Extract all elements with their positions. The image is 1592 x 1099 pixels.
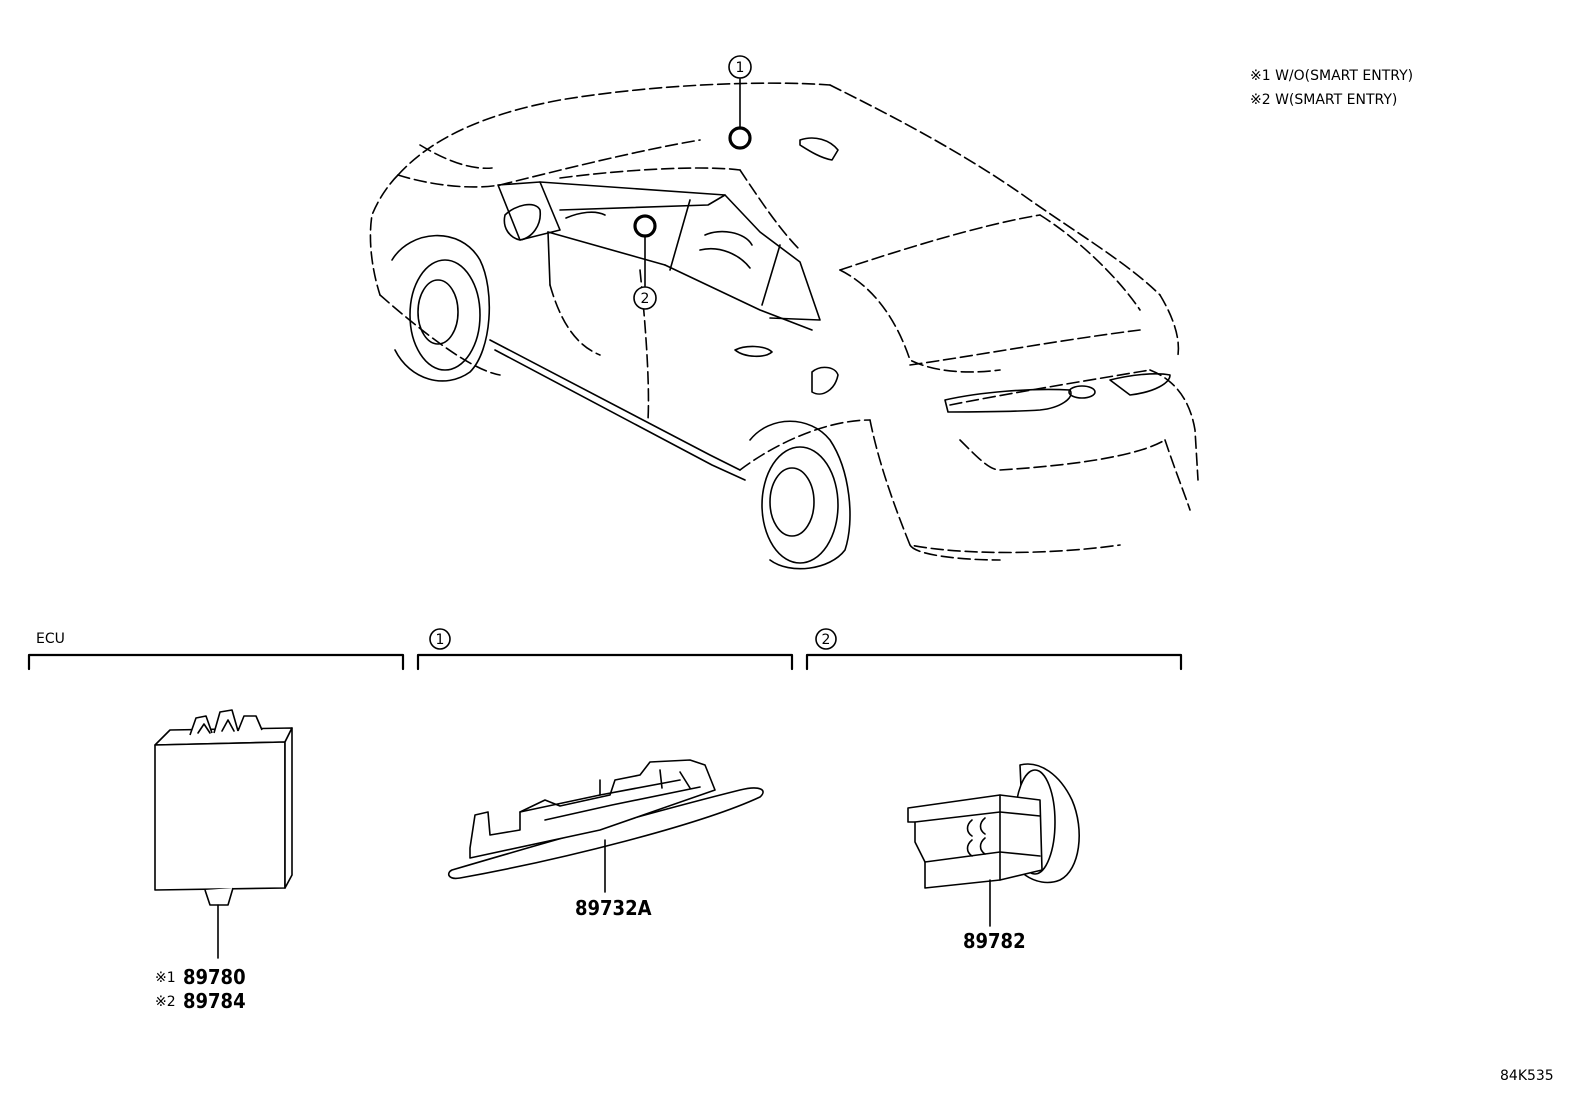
group-1-bracket: 1 [416,628,794,671]
callout-2: 2 [633,286,657,310]
ecu-module-drawing [154,709,293,959]
front-wheel [391,234,491,382]
svg-text:1: 1 [736,60,745,76]
note-without-smart-entry: ※1 W/O(SMART ENTRY) [1250,68,1413,84]
indoor-antenna-drawing [447,759,764,893]
location-marker-2 [633,214,657,287]
diagram-reference-code: 84K535 [1500,1068,1554,1084]
ecu-part-number-89784: 89784 [183,989,246,1013]
rear-wheel [749,420,851,570]
callout-1: 1 [728,55,752,79]
switch-part-number: 89782 [963,929,1026,953]
location-marker-1 [728,78,752,150]
svg-text:2: 2 [641,291,650,307]
ecu-group-bracket: ECU [27,631,405,671]
group-1-marker: 1 [436,632,445,648]
ecu-part-number-89780: 89780 [183,965,246,989]
car-illustration [369,82,1199,570]
group-2-bracket: 2 [805,628,1183,671]
ecu-group-label: ECU [36,631,65,647]
group-2-marker: 2 [822,632,831,648]
note-with-smart-entry: ※2 W(SMART ENTRY) [1250,92,1397,108]
ecu-note1-marker: ※1 [155,970,176,986]
antenna-part-number: 89732A [575,896,652,920]
switch-assembly-drawing [907,763,1080,927]
ecu-note2-marker: ※2 [155,994,176,1010]
